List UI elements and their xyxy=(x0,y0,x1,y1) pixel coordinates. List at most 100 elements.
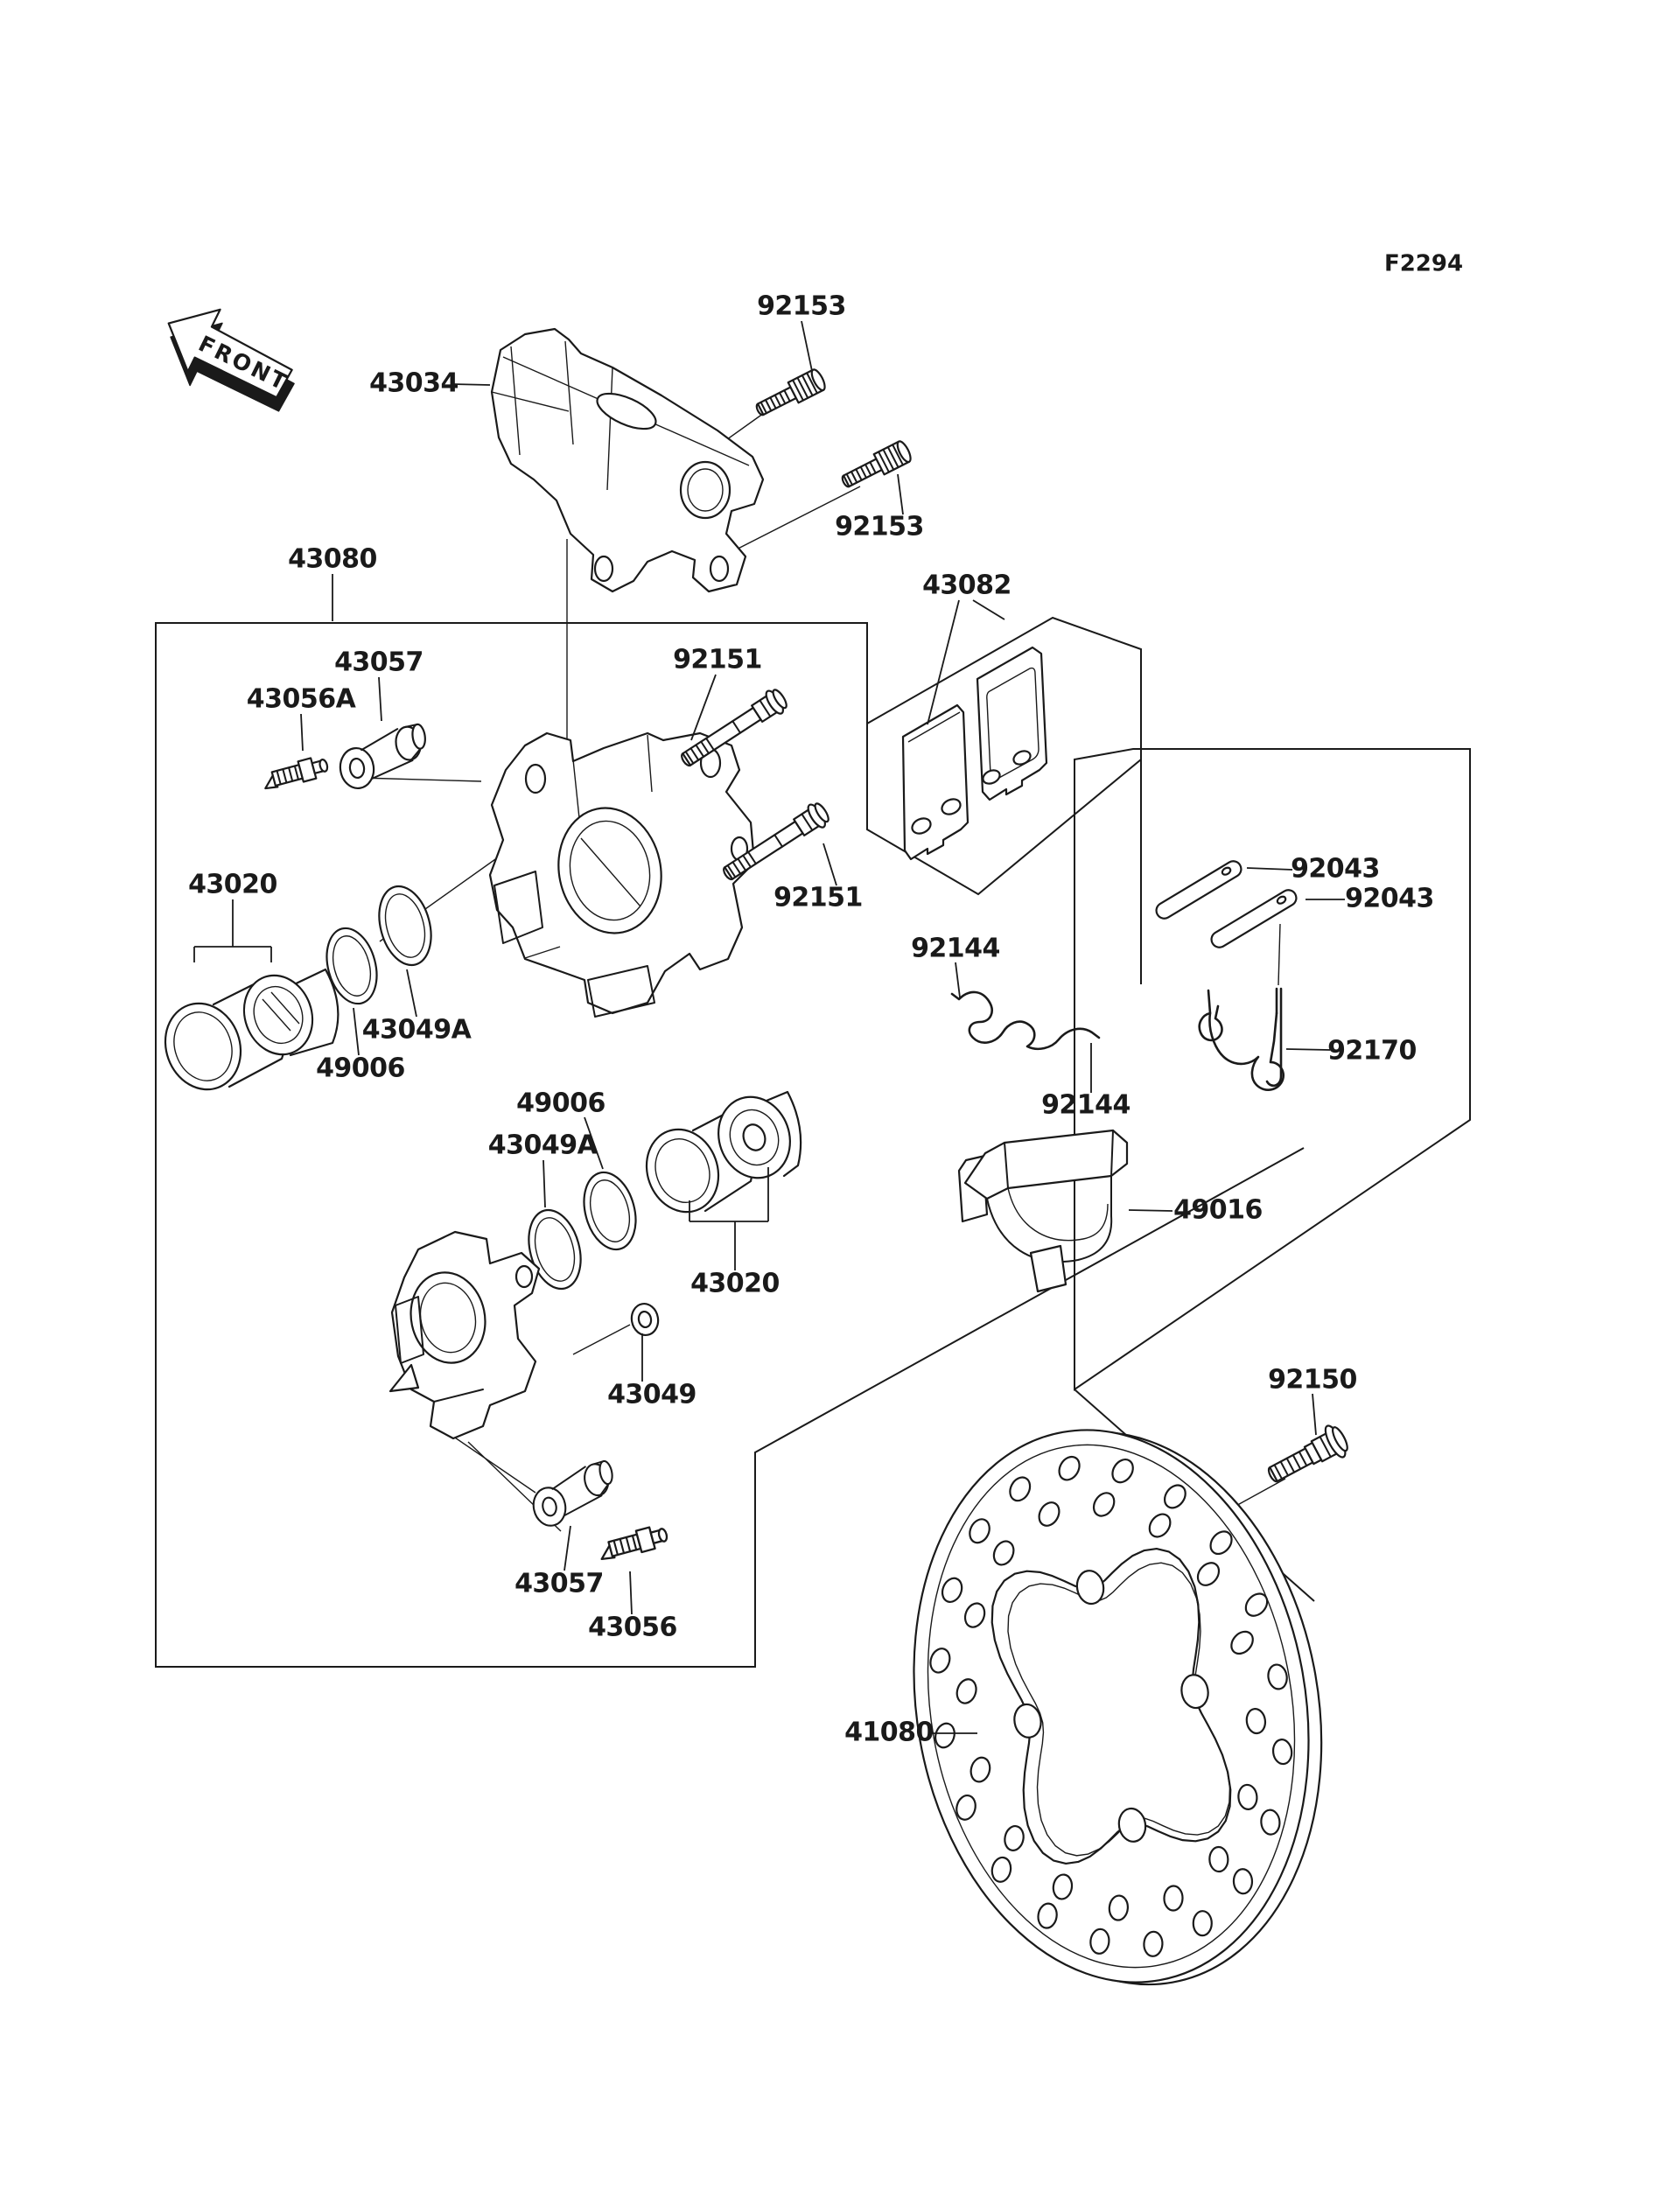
callout-92153-2: 92153 xyxy=(835,473,924,542)
bracket-43034 xyxy=(490,327,765,593)
callout-43080: 43080 xyxy=(288,544,377,621)
leader-line xyxy=(564,1525,571,1571)
callout-49016: 49016 xyxy=(1128,1195,1263,1226)
disc-hole xyxy=(956,1678,977,1704)
part-number-label: 43056A xyxy=(247,684,357,715)
leader-line xyxy=(451,383,491,386)
screw-92153-2 xyxy=(837,438,914,494)
disc-hole xyxy=(1180,1674,1209,1710)
leader-line xyxy=(542,1159,546,1208)
disc-hole xyxy=(941,1577,963,1604)
screw-92153-1 xyxy=(752,367,829,423)
callout-92144: 92144 xyxy=(911,934,1000,998)
disc-hole xyxy=(1237,1783,1258,1810)
callout-43049A: 43049A xyxy=(362,969,472,1046)
pin-92043-2 xyxy=(1208,885,1300,952)
disc-hole xyxy=(1163,1885,1184,1912)
box-pads xyxy=(866,616,1142,984)
part-number-label: 49016 xyxy=(1173,1195,1263,1226)
leader-line xyxy=(822,843,837,886)
callout-92144-2: 92144 xyxy=(1041,1043,1130,1121)
bleed-valve-43056 xyxy=(596,1522,670,1564)
disc-hole xyxy=(1108,1894,1129,1921)
disc-hole xyxy=(1271,1739,1293,1766)
disc-hole xyxy=(1245,1708,1267,1735)
spring-92144 xyxy=(950,990,1101,1051)
callout-49006: 49006 xyxy=(316,1007,405,1084)
leader-line xyxy=(406,969,417,1018)
figure-code: F2294 xyxy=(1384,251,1463,277)
leader-line xyxy=(801,320,813,372)
front-arrow: FRONT xyxy=(167,308,295,412)
part-number-label: 43020 xyxy=(690,1269,780,1299)
disc-hole xyxy=(1037,1902,1058,1929)
callout-43056: 43056 xyxy=(588,1571,677,1643)
disc-hole xyxy=(929,1648,951,1674)
leader-line xyxy=(972,599,1005,620)
callout-92170: 92170 xyxy=(1285,1036,1417,1067)
leader-line xyxy=(897,473,904,515)
part-number-label: 43049A xyxy=(362,1015,472,1046)
leader-line xyxy=(690,674,717,741)
leader-line xyxy=(353,1007,360,1056)
brake-pads-43082 xyxy=(901,646,1048,861)
disc-hole xyxy=(1009,1476,1032,1502)
disc-hole xyxy=(1092,1492,1116,1517)
part-number-label: 43049 xyxy=(607,1380,696,1410)
callout-92151-2: 92151 xyxy=(774,843,863,913)
part-number-label: 92043 xyxy=(1291,854,1380,885)
part-number-label: 92150 xyxy=(1268,1365,1357,1396)
leader-line xyxy=(1128,1209,1173,1212)
leader-line xyxy=(1246,867,1293,871)
part-number-label: 92144 xyxy=(911,934,1000,964)
leader-line xyxy=(584,1116,604,1170)
part-number-label: 43080 xyxy=(288,544,377,575)
disc-hole xyxy=(1209,1530,1233,1556)
part-number-label: 43034 xyxy=(369,368,458,399)
piston-seal-cluster-1 xyxy=(164,885,432,1091)
callout-43057: 43057 xyxy=(334,647,424,722)
disc-hub-cutout-inner-edge xyxy=(1007,1562,1231,1857)
part-number-label: 92151 xyxy=(774,883,863,913)
disc-hole xyxy=(1052,1873,1074,1900)
part-number-label: 92144 xyxy=(1041,1090,1130,1121)
disc-hole xyxy=(1058,1455,1081,1481)
part-number-label: 92151 xyxy=(673,645,762,675)
callout-43020: 43020 xyxy=(188,870,277,962)
part-number-label: 92170 xyxy=(1327,1036,1417,1067)
part-number-label: 43056 xyxy=(588,1613,677,1643)
washer-43049 xyxy=(630,1302,660,1337)
callout-43082: 43082 xyxy=(922,570,1012,725)
pin-92043-1 xyxy=(1152,857,1245,923)
caliper-holder-43080 xyxy=(488,731,756,1018)
callout-43057-2: 43057 xyxy=(514,1525,604,1599)
disc-hole xyxy=(1004,1824,1025,1851)
callout-43049A-2: 43049A xyxy=(488,1130,598,1208)
part-number-label: 43057 xyxy=(514,1569,604,1599)
part-number-label: 49006 xyxy=(316,1053,405,1084)
clip-49016 xyxy=(957,1129,1129,1293)
callout-41080: 41080 xyxy=(844,1718,977,1748)
part-number-label: 43057 xyxy=(334,647,424,678)
leader-line xyxy=(378,676,382,722)
disc-hub-cutout xyxy=(990,1547,1232,1865)
leader-line xyxy=(927,599,960,725)
disc-hole xyxy=(1230,1630,1254,1655)
disc-hole xyxy=(1260,1809,1281,1836)
leader-line xyxy=(955,962,961,998)
callout-layer: 43034921539215343080430824305743056A9215… xyxy=(188,291,1434,1748)
disc-hole xyxy=(1196,1562,1221,1586)
part-number-label: 43020 xyxy=(188,870,277,900)
callout-92151: 92151 xyxy=(673,645,762,741)
part-number-label: 92153 xyxy=(835,512,924,542)
leader-line xyxy=(1312,1393,1317,1436)
bleed-valve-43056a xyxy=(260,753,331,794)
part-number-label: 41080 xyxy=(844,1718,934,1748)
part-number-label: 49006 xyxy=(516,1088,606,1119)
disc-hole xyxy=(1232,1868,1254,1895)
disc-hole xyxy=(1013,1703,1042,1739)
disc-hole xyxy=(970,1756,991,1783)
callout-92043: 92043 xyxy=(1246,854,1380,885)
